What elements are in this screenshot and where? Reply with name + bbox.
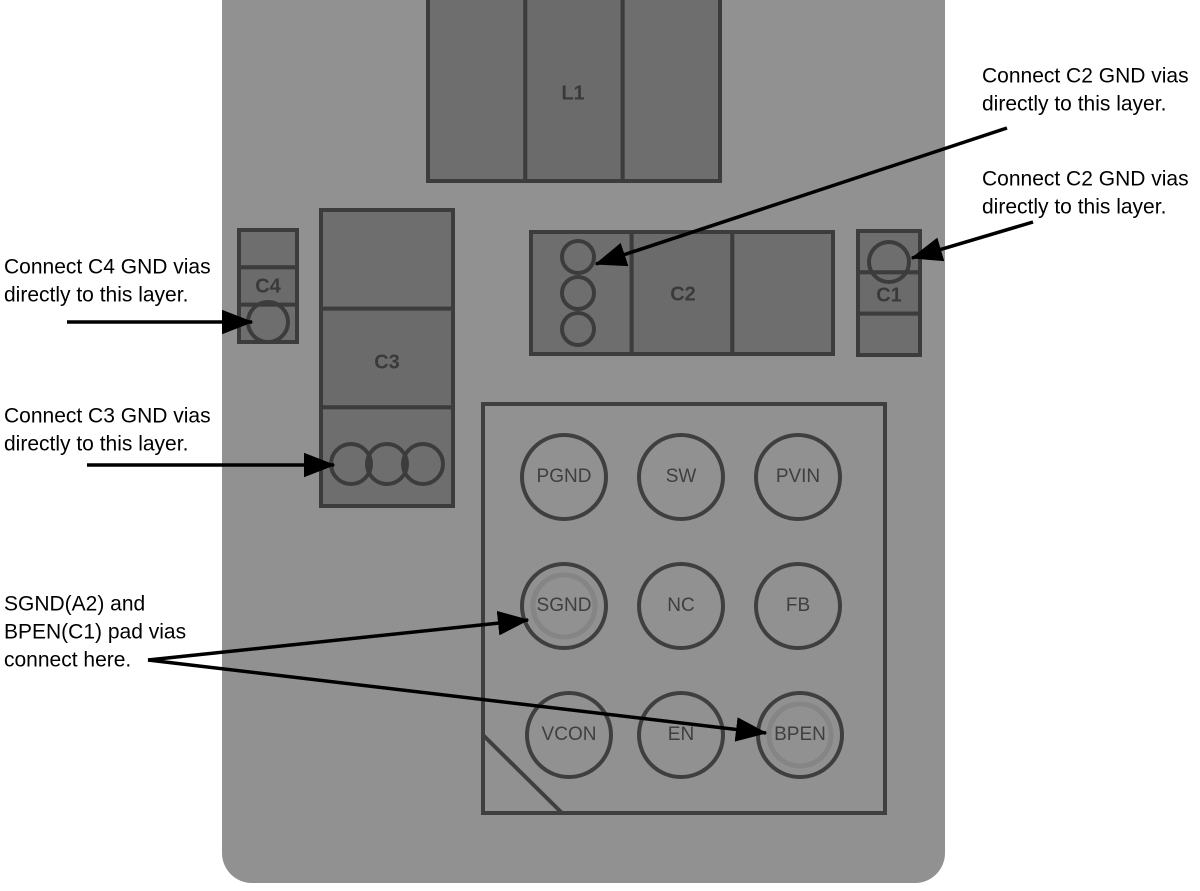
annotation-sgnd-bpen-note-line-2: connect here. <box>4 649 131 672</box>
annotation-c3-note-line-1: directly to this layer. <box>4 433 188 456</box>
capacitor-c1: C1 <box>856 229 922 357</box>
capacitor-c1-via-0 <box>867 240 911 284</box>
annotation-c2-note: Connect C2 GND vias directly to this laye… <box>594 65 1189 267</box>
ic-ball-pad-sgnd <box>520 562 608 650</box>
ic-ball-pvin: PVIN <box>754 433 842 521</box>
ic-ball-pgnd: PGND <box>520 433 608 521</box>
inductor-l1-pad-2 <box>620 0 723 183</box>
annotations-group: Connect C4 GND vias directly to this laye… <box>4 65 1189 742</box>
capacitor-c2-via-2 <box>560 311 596 347</box>
annotation-sgnd-bpen-note-line-0: SGND(A2) and <box>4 593 145 616</box>
ic-outline <box>481 402 887 815</box>
inductor-l1: L1 <box>426 0 723 183</box>
annotation-c3-note: Connect C3 GND vias directly to this laye… <box>4 405 336 478</box>
ic-ball-pad-pgnd <box>520 433 608 521</box>
capacitor-c3-pad-0 <box>319 208 455 311</box>
ic-ball-vcon: VCON <box>525 691 613 779</box>
capacitor-c4: C4 <box>237 228 299 344</box>
capacitor-c2: C2 <box>529 230 835 356</box>
annotation-c2-note-arrow-0 <box>594 126 1008 267</box>
annotation-sgnd-bpen-note-arrow-0 <box>147 610 530 662</box>
annotation-c4-note-line-0: Connect C4 GND vias <box>4 256 211 279</box>
ic-ball-label-nc: NC <box>667 595 694 616</box>
ic-ball-via-ring-sgnd <box>530 572 598 640</box>
capacitor-c3-pad-2 <box>319 405 455 509</box>
capacitor-c3-label: C3 <box>374 351 400 373</box>
annotation-c1-note: Connect C2 GND vias directly to this laye… <box>910 168 1189 262</box>
ic-ball-pad-en <box>637 691 725 779</box>
ic-ball-bpen: BPEN <box>756 691 844 779</box>
ic-group: PGND SW PVIN SGND NC FB VCON EN BPEN <box>481 402 887 815</box>
annotation-c4-note: Connect C4 GND vias directly to this laye… <box>4 256 254 335</box>
capacitor-c4-pad-0 <box>237 228 299 270</box>
ic-ball-label-pgnd: PGND <box>537 466 592 487</box>
ic-ball-pad-vcon <box>525 691 613 779</box>
capacitor-c1-label: C1 <box>876 284 902 306</box>
ic-ball-en: EN <box>637 691 725 779</box>
ic-ball-via-ring-bpen <box>766 701 834 769</box>
annotation-c1-note-line-0: Connect C2 GND vias <box>982 168 1189 191</box>
capacitor-c2-pad-2 <box>730 230 835 356</box>
annotation-sgnd-bpen-note-line-1: BPEN(C1) pad vias <box>4 621 186 644</box>
capacitor-c3: C3 <box>319 208 455 509</box>
ic-ball-pad-nc <box>637 562 725 650</box>
annotation-c1-note-arrow-0 <box>910 220 1034 262</box>
capacitor-c3-via-1 <box>365 442 409 486</box>
annotation-c2-note-line-0: Connect C2 GND vias <box>982 65 1189 88</box>
ic-ball-fb: FB <box>754 562 842 650</box>
inductor-l1-pad-1 <box>523 0 625 183</box>
capacitor-c1-pad-2 <box>856 311 922 357</box>
ic-ball-label-sw: SW <box>666 466 697 487</box>
annotation-sgnd-bpen-note-arrow-1 <box>147 658 768 742</box>
capacitor-c4-label: C4 <box>255 275 281 297</box>
ic-ball-label-vcon: VCON <box>542 724 597 745</box>
annotation-c4-note-line-1: directly to this layer. <box>4 284 188 307</box>
inductor-l1-label: L1 <box>561 82 584 104</box>
ic-ball-pad-pvin <box>754 433 842 521</box>
annotation-c1-note-line-1: directly to this layer. <box>982 196 1166 219</box>
capacitor-c1-pad-0 <box>856 229 922 275</box>
ic-ball-label-pvin: PVIN <box>776 466 820 487</box>
capacitor-c3-pad-1 <box>319 306 455 410</box>
ic-ball-sgnd: SGND <box>520 562 608 650</box>
inductor-l1-pad-0 <box>426 0 528 183</box>
capacitor-c2-via-0 <box>560 239 596 275</box>
annotation-c3-note-line-0: Connect C3 GND vias <box>4 405 211 428</box>
ic-ball-label-en: EN <box>668 724 694 745</box>
capacitor-c2-via-1 <box>560 275 596 311</box>
ic-ball-sw: SW <box>637 433 725 521</box>
ic-ball-label-bpen: BPEN <box>774 724 826 745</box>
capacitor-c3-via-2 <box>401 442 445 486</box>
ic-pin1-chamfer <box>481 733 564 815</box>
ic-ball-pad-fb <box>754 562 842 650</box>
capacitor-c2-label: C2 <box>670 283 696 305</box>
ic-ball-label-fb: FB <box>786 595 810 616</box>
ic-ball-pad-sw <box>637 433 725 521</box>
annotation-c2-note-line-1: directly to this layer. <box>982 93 1166 116</box>
capacitor-c1-pad-1 <box>856 270 922 316</box>
capacitor-c2-pad-0 <box>529 230 634 356</box>
ic-ball-nc: NC <box>637 562 725 650</box>
ic-ball-label-sgnd: SGND <box>537 595 592 616</box>
